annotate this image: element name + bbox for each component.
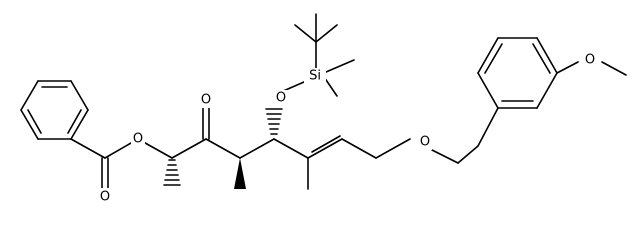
atom-label-methoxy-o: O (583, 52, 597, 68)
atom-text: O (133, 132, 143, 147)
atom-text: O (585, 53, 595, 68)
atom-text: O (201, 93, 211, 108)
atom-text: O (420, 135, 430, 150)
atom-label-ketone-o: O (199, 92, 213, 108)
benzyl-ether (431, 145, 479, 164)
ester-group (70, 138, 173, 189)
atom-text: Si (309, 69, 321, 84)
stereo-wedge-methyl (234, 138, 275, 189)
atom-label-silyl-o: O (274, 90, 288, 106)
atom-label-ester-carbonyl-o: O (98, 188, 112, 205)
alkene-chain (273, 135, 411, 190)
molecule-drawing: O O O O Si O O (20, 13, 627, 205)
methoxy-group (556, 61, 627, 76)
ketone-group (171, 107, 241, 159)
stereo-hash-oxygen (265, 108, 283, 135)
atom-label-benzyl-o: O (418, 134, 432, 150)
atom-text: O (276, 91, 286, 106)
atom-text: O (100, 190, 110, 205)
pmb-ring (477, 37, 558, 147)
atom-label-silicon: Si (304, 68, 326, 84)
atom-label-ester-link-o: O (131, 131, 145, 147)
benzoyl-ring (20, 80, 89, 140)
stereo-hash-methyl (163, 159, 181, 186)
structure-canvas: O O O O Si O O (20, 13, 627, 205)
